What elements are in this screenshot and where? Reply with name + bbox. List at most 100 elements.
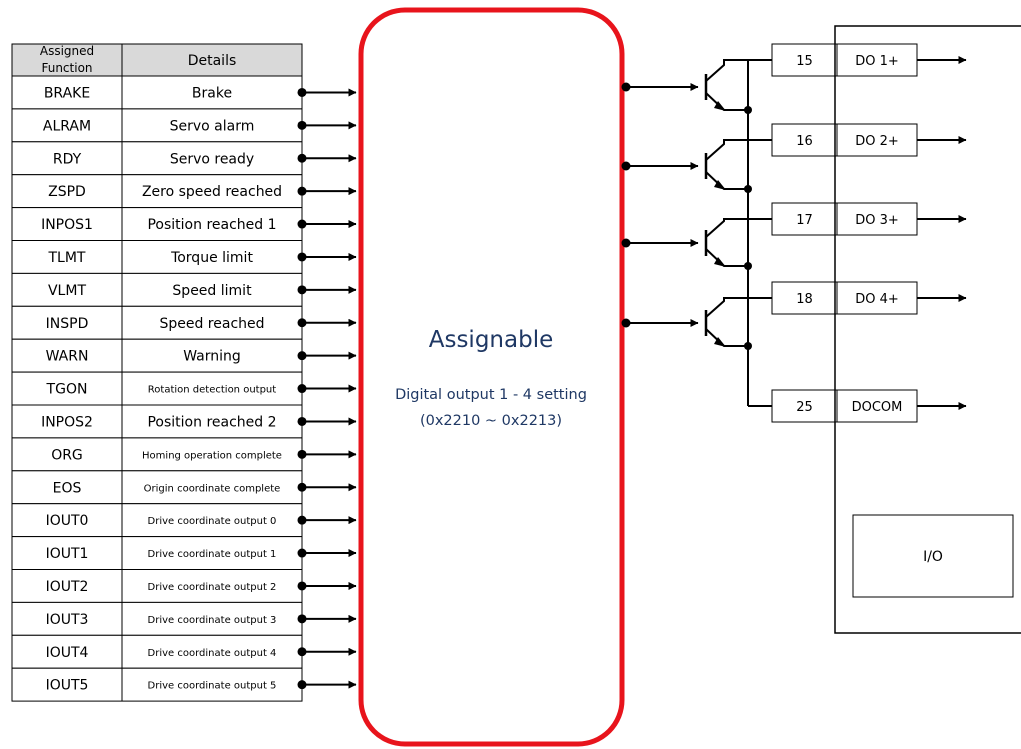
- io-label: I/O: [923, 549, 943, 565]
- table-row-cell: [11, 437, 303, 472]
- output-terminal: 15 DO 1+: [748, 43, 967, 77]
- table-row-cell: [11, 667, 303, 702]
- table-row-cell: [11, 272, 303, 307]
- function-name: INPOS2: [41, 414, 93, 430]
- header-function-line1: Assigned: [40, 44, 94, 58]
- table-row: INPOS1 Position reached 1: [11, 207, 357, 242]
- function-details: Torque limit: [170, 250, 253, 266]
- function-details: Rotation detection output: [148, 385, 276, 396]
- pin-number: 16: [796, 134, 813, 149]
- table-row: VLMT Speed limit: [11, 272, 357, 307]
- transistor-switch: [621, 139, 772, 193]
- io-frame: I/O: [834, 25, 1021, 634]
- emitter-wire: [705, 92, 748, 111]
- function-details: Warning: [183, 349, 241, 365]
- function-details: Drive coordinate output 1: [148, 549, 277, 560]
- table-row: TGON Rotation detection output: [11, 371, 357, 406]
- table-row-cell: [11, 503, 303, 538]
- function-details: Drive coordinate output 3: [148, 615, 277, 626]
- function-name: TGON: [46, 382, 88, 398]
- function-details: Speed limit: [172, 283, 252, 299]
- table-row: ALRAM Servo alarm: [11, 108, 357, 143]
- pin-number-box: [771, 281, 838, 315]
- function-name: ZSPD: [48, 184, 86, 200]
- table-row-cell: [11, 240, 303, 274]
- function-name: IOUT3: [46, 612, 89, 628]
- assignable-block: Assignable Digital output 1 - 4 setting …: [358, 7, 625, 747]
- function-name: BRAKE: [44, 85, 90, 101]
- header-function-line2: Function: [41, 61, 92, 75]
- collector-wire: [705, 297, 772, 318]
- pin-label: DO 3+: [855, 213, 899, 228]
- pin-label: DOCOM: [852, 400, 903, 415]
- assignable-subtitle: Digital output 1 - 4 setting: [395, 387, 587, 403]
- function-name: WARN: [46, 349, 89, 365]
- emitter-wire: [705, 328, 748, 347]
- pin-label: DO 4+: [855, 292, 899, 307]
- function-details: Position reached 1: [147, 217, 276, 233]
- table-row-cell: [11, 470, 303, 505]
- table-row-cell: [11, 601, 303, 636]
- function-name: IOUT0: [46, 513, 89, 529]
- function-name: ORG: [51, 447, 83, 463]
- table-row-cell: [11, 371, 303, 406]
- table-header-background: [11, 43, 303, 77]
- function-details: Drive coordinate output 4: [148, 648, 277, 659]
- function-name: INSPD: [46, 316, 89, 332]
- assignable-title: Assignable: [429, 327, 554, 353]
- pin-label: DO 1+: [855, 54, 899, 69]
- table-row-cell: [11, 338, 303, 373]
- function-details: Drive coordinate output 5: [148, 681, 277, 692]
- function-name: TLMT: [48, 250, 86, 266]
- table-row-cell: [11, 634, 303, 669]
- table-row-cell: [11, 404, 303, 439]
- pin-number-box: [771, 202, 838, 236]
- function-name: IOUT2: [46, 579, 89, 595]
- emitter-arrow: [714, 257, 726, 267]
- collector-wire: [705, 218, 772, 238]
- pin-label-box: [836, 389, 918, 423]
- pin-label-box: [836, 281, 918, 315]
- bus-junction-dot: [744, 185, 752, 193]
- table-row-cell: [11, 141, 303, 176]
- emitter-wire: [705, 248, 748, 267]
- pin-label-box: [836, 43, 918, 77]
- transistor-switch: [621, 59, 772, 114]
- pin-label-box: [836, 123, 918, 157]
- function-details: Servo alarm: [170, 118, 255, 134]
- function-details: Homing operation complete: [142, 450, 282, 461]
- function-name: INPOS1: [41, 217, 93, 233]
- collector-wire: [705, 139, 772, 161]
- pin-number: 18: [796, 292, 813, 307]
- table-row: ZSPD Zero speed reached: [11, 174, 357, 209]
- pin-number: 15: [796, 54, 813, 69]
- emitter-arrow: [714, 337, 726, 347]
- table-row-cell: [11, 536, 303, 570]
- function-name: ALRAM: [43, 118, 91, 134]
- io-label-box: [852, 514, 1014, 598]
- collector-wire: [705, 59, 772, 82]
- function-details: Drive coordinate output 0: [148, 516, 277, 527]
- function-name: IOUT4: [46, 645, 89, 661]
- function-details: Zero speed reached: [142, 184, 282, 200]
- io-frame-border: [834, 25, 1021, 634]
- assignable-block-border: [358, 7, 625, 747]
- table-header: Assigned Function Details: [11, 43, 303, 77]
- bus-junction-dot: [744, 342, 752, 350]
- transistor-switch: [621, 218, 772, 270]
- output-terminal: 17 DO 3+: [748, 202, 967, 236]
- pin-number: 17: [796, 213, 813, 228]
- emitter-arrow: [714, 180, 726, 190]
- function-name: VLMT: [48, 283, 86, 299]
- header-details: Details: [188, 53, 237, 69]
- table-row: IOUT0 Drive coordinate output 0: [11, 503, 357, 538]
